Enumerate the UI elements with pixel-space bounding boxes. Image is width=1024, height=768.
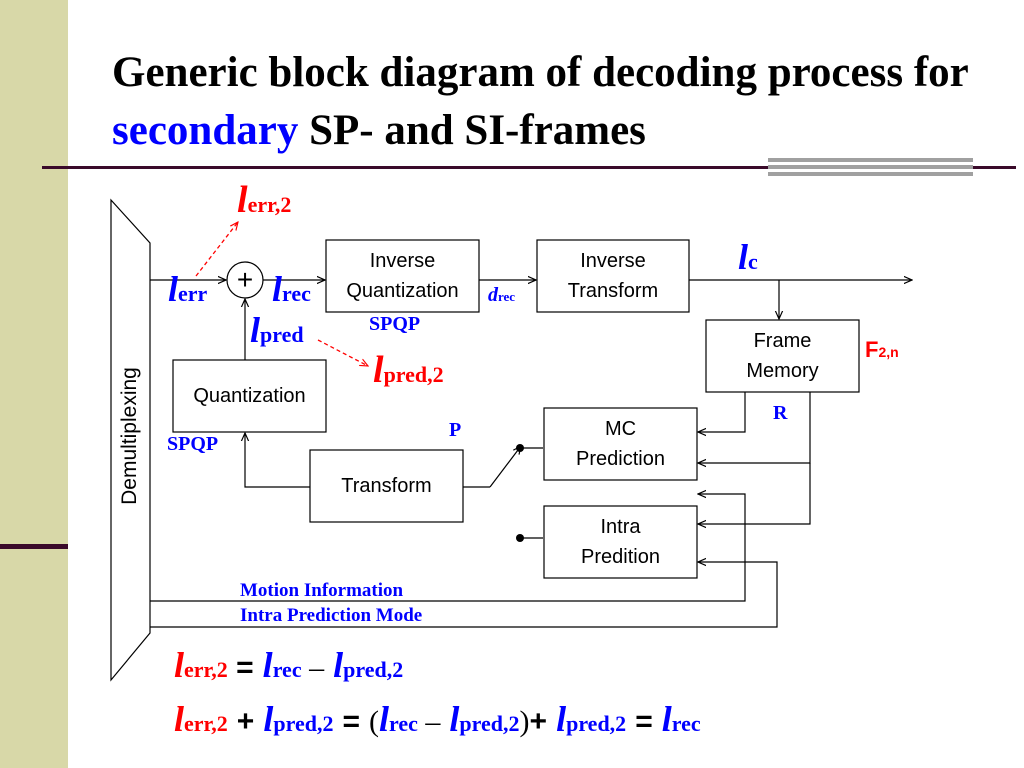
inverse-quantization-block (325, 239, 480, 313)
label-spqp-lower: SPQP (167, 433, 219, 455)
label-l-pred: lpred (250, 310, 304, 350)
label-f2n: F2,n (865, 337, 899, 362)
switch-contact-mc (516, 444, 524, 452)
intra-prediction-block (543, 505, 698, 579)
label-l-err2: lerr,2 (237, 179, 292, 221)
title-part-1: Generic block diagram of decoding proces… (112, 49, 968, 96)
slide-title: Generic block diagram of decoding proces… (112, 44, 992, 160)
label-l-rec: lrec (272, 269, 311, 309)
adder-symbol: + (236, 264, 254, 295)
side-band (0, 0, 68, 768)
title-part-2: SP- and SI-frames (298, 107, 646, 154)
title-accent: secondary (112, 107, 299, 154)
label-l-c: lc (738, 237, 758, 277)
label-d-rec: drec (488, 284, 516, 306)
quantization-label: Quantization (193, 385, 306, 407)
transform-block (309, 449, 464, 523)
mc-prediction-block (543, 407, 698, 481)
title-rule-stripes (768, 158, 973, 178)
side-band-accent (0, 544, 68, 549)
label-intra-prediction-mode: Intra Prediction Mode (240, 605, 423, 626)
demux-block (110, 198, 151, 682)
transform-label: Transform (341, 475, 432, 497)
switch-contact-intra (516, 534, 524, 542)
equation-1: lerr,2 = lrec – lpred,2 (174, 645, 404, 685)
label-motion-information: Motion Information (240, 580, 404, 601)
frame-memory-block (705, 319, 860, 393)
title-rule (42, 166, 1016, 169)
label-l-err: lerr (168, 269, 208, 309)
quantization-block (172, 359, 327, 433)
pred2-dashed-arrow (317, 339, 368, 366)
inverse-transform-block (536, 239, 690, 313)
label-spqp-upper: SPQP (369, 313, 421, 335)
equation-2: lerr,2 + lpred,2 = (lrec – lpred,2)+ lpr… (174, 699, 701, 739)
label-l-pred2: lpred,2 (373, 349, 444, 391)
err2-dashed-arrow (195, 222, 238, 277)
label-r: R (773, 402, 788, 424)
label-p: P (449, 419, 462, 441)
